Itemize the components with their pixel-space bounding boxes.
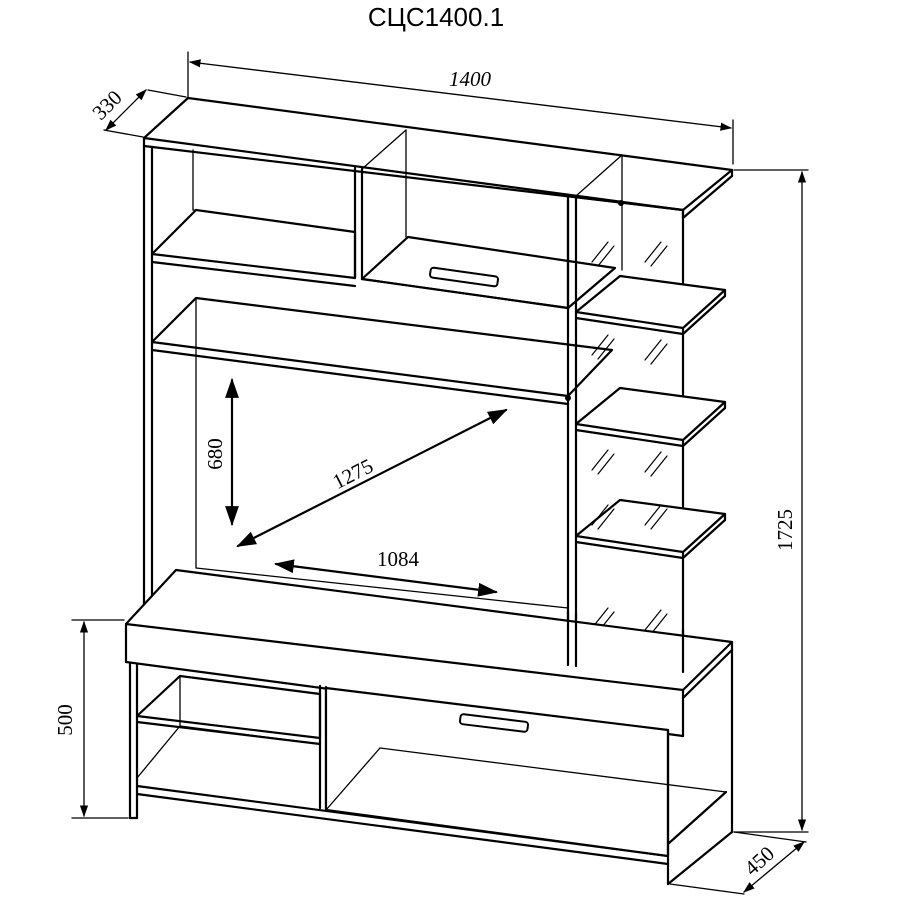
- base-top: [124, 568, 734, 692]
- base-drawer-front[interactable]: [324, 686, 670, 858]
- tv-width-dimension: [274, 559, 498, 597]
- glass-door-hinge-top: [618, 200, 624, 206]
- upper-left-shelf: [150, 208, 357, 280]
- tv-width-label: 1084: [377, 547, 420, 571]
- depth-top-dimension: [105, 89, 147, 131]
- middle-drawer-handle[interactable]: [429, 266, 499, 288]
- tv-shelf: [150, 296, 614, 398]
- upper-cabinet: [142, 96, 734, 674]
- glass-shelf-1: [574, 274, 727, 330]
- glass-reflection-marks: [591, 241, 668, 635]
- glass-door-knob[interactable]: [565, 395, 571, 401]
- depth-base-label: 450: [740, 841, 779, 880]
- glass-cabinet: [565, 194, 727, 674]
- base-unit: [124, 568, 734, 886]
- tv-diagonal-dimension: [236, 408, 508, 548]
- base-height-label: 500: [53, 704, 77, 736]
- width-label: 1400: [449, 67, 492, 91]
- width-dimension: [188, 59, 733, 131]
- glass-shelf-2: [574, 386, 727, 442]
- tv-height-label: 680: [203, 438, 227, 470]
- glass-shelf-3: [574, 498, 727, 554]
- drawing-title: СЦС1400.1: [368, 2, 504, 32]
- base-left-shelf: [135, 674, 322, 740]
- height-label: 1725: [773, 509, 797, 551]
- depth-top-label: 330: [87, 85, 126, 124]
- base-drawer-handle[interactable]: [458, 713, 530, 733]
- depth-base-dimension: [743, 841, 805, 893]
- top-panel: [142, 96, 734, 212]
